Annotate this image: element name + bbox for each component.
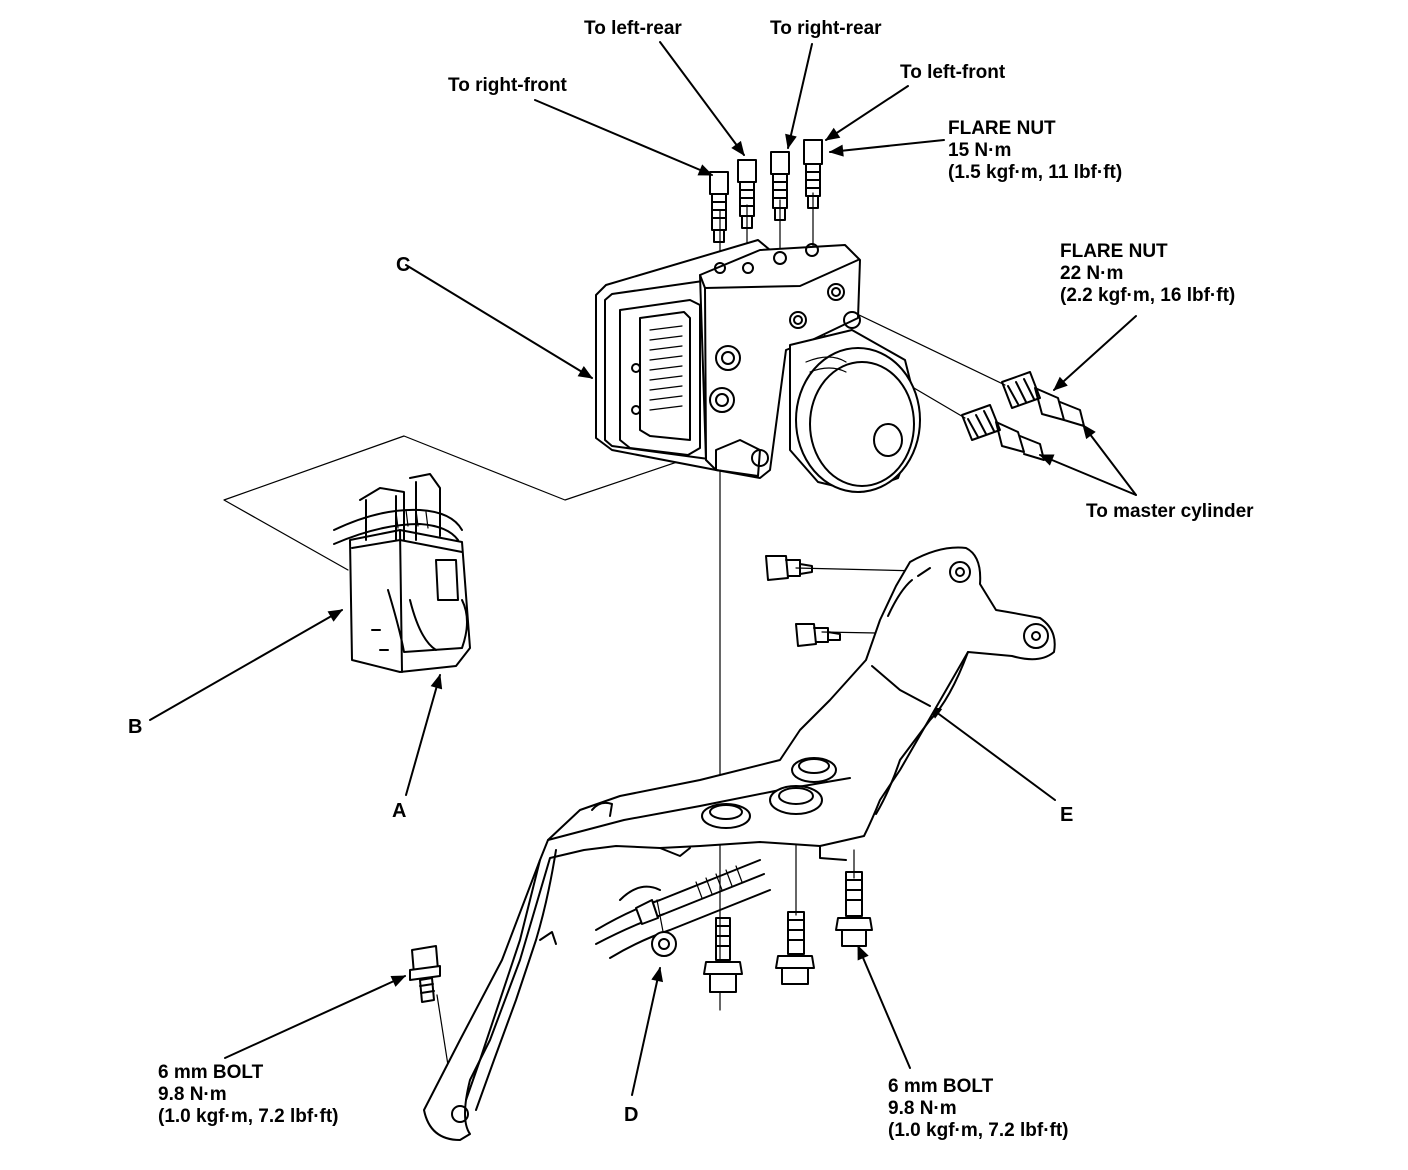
bolt-left-torque-alt: (1.0 kgf·m, 7.2 lbf·ft) — [158, 1106, 339, 1127]
flare-nut-upper — [1001, 371, 1085, 427]
bolt-bottom-1 — [703, 917, 743, 993]
flare-nut-15-torque: 15 N·m — [948, 140, 1012, 161]
bottom-bolts — [409, 871, 873, 1003]
bracket-top-bolts — [765, 555, 841, 647]
callout-c: C — [396, 254, 411, 276]
flare-nut-22-title: FLARE NUT — [1060, 241, 1168, 262]
leader-arrows — [149, 41, 1137, 1096]
fitting-left-front — [803, 139, 823, 209]
master-cylinder-flare-nuts — [961, 371, 1085, 461]
fitting-right-front — [709, 171, 729, 243]
bolt-left-torque: 9.8 N·m — [158, 1084, 227, 1105]
bolt-bottom-3 — [835, 871, 873, 947]
bolt-left-title: 6 mm BOLT — [158, 1062, 264, 1083]
fitting-left-rear — [737, 159, 757, 229]
bolt-left — [409, 945, 441, 1003]
flare-nut-22-torque: 22 N·m — [1060, 263, 1124, 284]
callout-d: D — [624, 1104, 639, 1126]
label-to-right-rear: To right-rear — [770, 18, 882, 39]
bolt-bottom-2 — [775, 911, 815, 985]
callout-b: B — [128, 716, 143, 738]
label-to-left-rear: To left-rear — [584, 18, 682, 39]
mounting-bracket — [423, 546, 1056, 1141]
bolt-left-note: 6 mm BOLT 9.8 N·m (1.0 kgf·m, 7.2 lbf·ft… — [158, 1062, 339, 1128]
wire-harness-d — [595, 859, 771, 959]
bolt-right-torque-alt: (1.0 kgf·m, 7.2 lbf·ft) — [888, 1120, 1069, 1141]
label-to-master-cylinder: To master cylinder — [1086, 501, 1254, 522]
callout-e: E — [1060, 804, 1074, 826]
wire-harness-a — [333, 508, 463, 545]
fitting-right-rear — [770, 151, 790, 221]
top-flare-fittings — [709, 139, 823, 243]
abs-connector — [349, 473, 471, 673]
bolt-right-note: 6 mm BOLT 9.8 N·m (1.0 kgf·m, 7.2 lbf·ft… — [888, 1076, 1069, 1142]
flare-nut-15-torque-alt: (1.5 kgf·m, 11 lbf·ft) — [948, 162, 1123, 183]
flare-nut-lower — [961, 404, 1045, 461]
label-to-right-front: To right-front — [448, 75, 567, 96]
bolt-right-title: 6 mm BOLT — [888, 1076, 994, 1097]
alignment-lines — [436, 192, 1036, 1111]
flare-nut-22-torque-alt: (2.2 kgf·m, 16 lbf·ft) — [1060, 285, 1236, 306]
callout-a: A — [392, 800, 407, 822]
flare-nut-15-title: FLARE NUT — [948, 118, 1056, 139]
reference-outline — [223, 435, 755, 571]
flare-nut-15-note: FLARE NUT 15 N·m (1.5 kgf·m, 11 lbf·ft) — [948, 118, 1122, 184]
bolt-right-torque: 9.8 N·m — [888, 1098, 957, 1119]
label-to-left-front: To left-front — [900, 62, 1006, 83]
flare-nut-22-note: FLARE NUT 22 N·m (2.2 kgf·m, 16 lbf·ft) — [1060, 241, 1235, 307]
abs-modulator-unit — [595, 239, 921, 493]
